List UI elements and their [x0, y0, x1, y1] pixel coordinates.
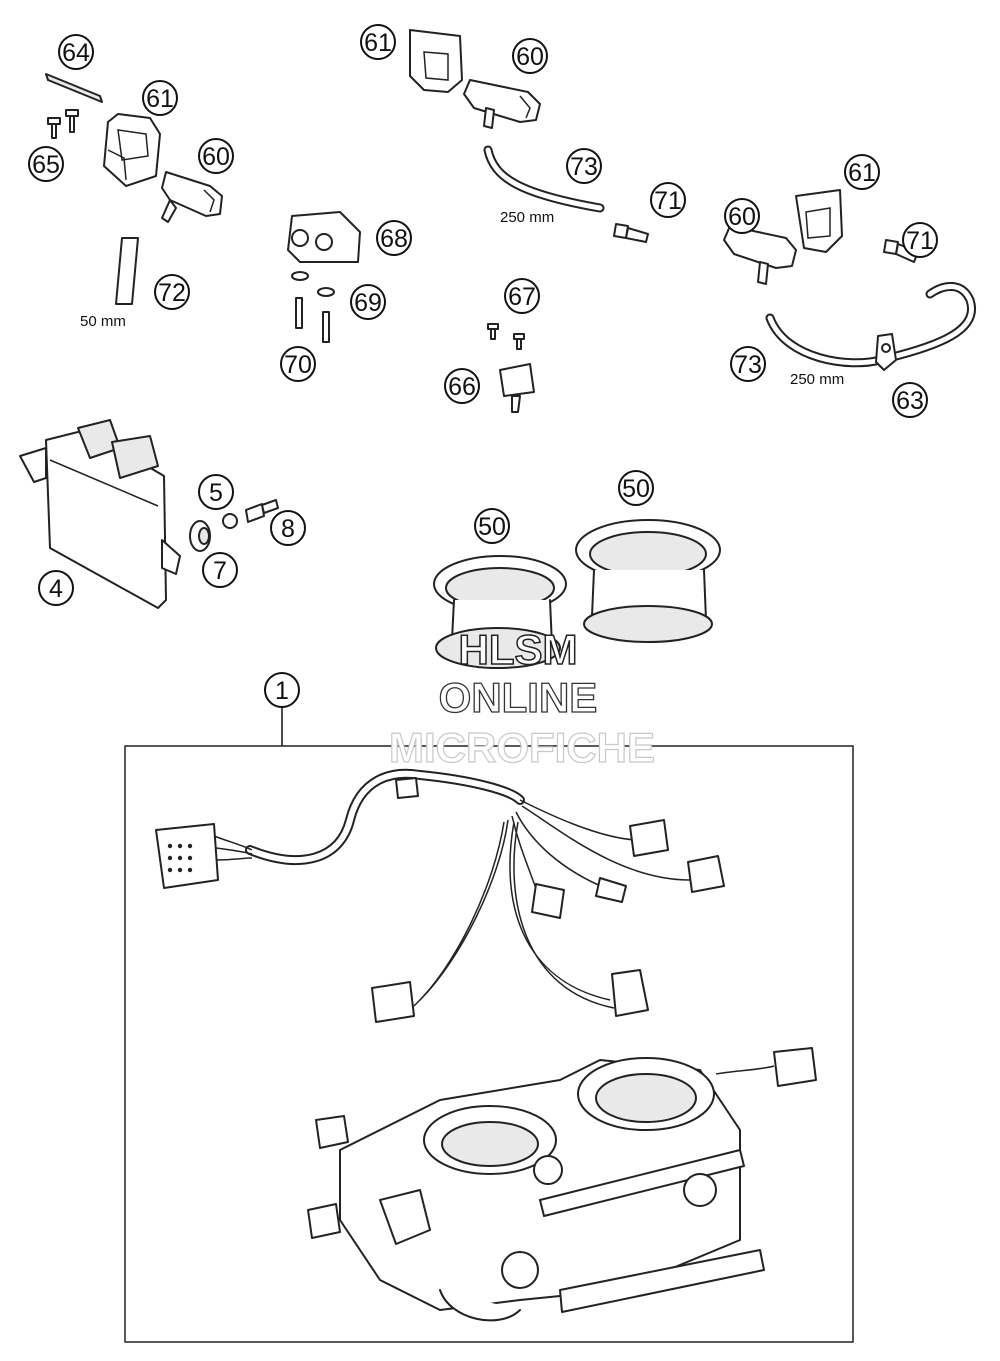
- harness-connectors: [371, 819, 725, 1023]
- svg-text:64: 64: [62, 39, 90, 67]
- part-66-sensor: [499, 363, 535, 413]
- svg-text:50: 50: [478, 513, 506, 541]
- dimension-label-72: 50 mm: [80, 313, 126, 330]
- part-5-washer: [222, 513, 238, 529]
- part-65-screws: [47, 109, 79, 139]
- part-50-air-funnel-right: [575, 519, 721, 643]
- callout-60: 60: [724, 198, 760, 234]
- callout-71: 71: [902, 222, 938, 258]
- svg-text:70: 70: [284, 351, 312, 379]
- watermark: HLSM ONLINE MICROFICHE: [388, 625, 655, 771]
- callout-61: 61: [142, 80, 178, 116]
- callout-69: 69: [350, 284, 386, 320]
- part-4-ecu: [19, 419, 181, 609]
- callout-64: 64: [58, 34, 94, 70]
- part-8-bolt: [245, 499, 279, 523]
- svg-text:67: 67: [508, 283, 536, 311]
- svg-text:8: 8: [281, 515, 295, 543]
- callout-65: 65: [28, 146, 64, 182]
- svg-text:68: 68: [380, 225, 408, 253]
- callout-8: 8: [270, 510, 306, 546]
- callout-70: 70: [280, 346, 316, 382]
- part-63-hose-clip: [875, 333, 897, 371]
- callout-4: 4: [38, 570, 74, 606]
- svg-text:MICROFICHE: MICROFICHE: [389, 724, 655, 771]
- svg-text:5: 5: [209, 479, 223, 507]
- svg-text:ONLINE: ONLINE: [439, 674, 598, 721]
- svg-text:63: 63: [896, 387, 924, 415]
- svg-text:60: 60: [516, 43, 544, 71]
- part-60-sensor-right: [723, 225, 797, 285]
- part-69-washers: [291, 271, 335, 297]
- callout-72: 72: [154, 274, 190, 310]
- part-61-bracket-right: [795, 189, 843, 253]
- callout-73: 73: [730, 346, 766, 382]
- part-60-sensor-left: [161, 171, 223, 223]
- callout-68: 68: [376, 220, 412, 256]
- svg-text:61: 61: [848, 159, 876, 187]
- svg-text:1: 1: [275, 677, 289, 705]
- part-61-bracket-top: [409, 29, 463, 93]
- callout-5: 5: [198, 474, 234, 510]
- callout-1: 1: [264, 672, 300, 708]
- assembly-1-frame: [124, 745, 854, 1343]
- part-72-hose-short: [115, 237, 139, 305]
- svg-text:60: 60: [202, 143, 230, 171]
- svg-text:7: 7: [213, 557, 227, 585]
- part-60-sensor-top: [463, 79, 541, 129]
- callout-71: 71: [650, 182, 686, 218]
- svg-text:72: 72: [158, 279, 186, 307]
- dimension-label-73-top: 250 mm: [500, 209, 554, 226]
- part-67-screws: [487, 323, 525, 350]
- callout-7: 7: [202, 552, 238, 588]
- part-73-hose-right: [765, 282, 976, 368]
- svg-text:69: 69: [354, 289, 382, 317]
- svg-text:71: 71: [906, 227, 934, 255]
- svg-text:73: 73: [570, 153, 598, 181]
- svg-text:4: 4: [49, 575, 63, 603]
- callout-50: 50: [474, 508, 510, 544]
- svg-text:60: 60: [728, 203, 756, 231]
- svg-text:66: 66: [448, 373, 476, 401]
- callout-67: 67: [504, 278, 540, 314]
- throttle-body: [307, 1047, 817, 1322]
- callout-66: 66: [444, 368, 480, 404]
- part-61-bracket-left: [103, 113, 161, 187]
- svg-text:61: 61: [146, 85, 174, 113]
- part-64-gasket-strip: [45, 73, 103, 103]
- part-71-fitting-top: [613, 223, 649, 243]
- svg-text:73: 73: [734, 351, 762, 379]
- callout-73: 73: [566, 148, 602, 184]
- part-68-sensor-bracket: [287, 211, 361, 263]
- callout-50: 50: [618, 470, 654, 506]
- svg-text:71: 71: [654, 187, 682, 215]
- dimension-label-73-right: 250 mm: [790, 371, 844, 388]
- callout-61: 61: [844, 154, 880, 190]
- part-71-fitting-right: [883, 239, 919, 263]
- callout-60: 60: [198, 138, 234, 174]
- harness-main-connector: [155, 823, 253, 889]
- svg-text:HLSM: HLSM: [459, 626, 578, 673]
- part-50-air-funnel-left: [433, 555, 567, 669]
- part-7-grommet: [189, 520, 211, 552]
- svg-text:61: 61: [364, 29, 392, 57]
- part-73-hose-top: [483, 145, 605, 213]
- svg-text:65: 65: [32, 151, 60, 179]
- callout-63: 63: [892, 382, 928, 418]
- callout-61: 61: [360, 24, 396, 60]
- part-70-bolts: [295, 297, 330, 343]
- callout-60: 60: [512, 38, 548, 74]
- svg-text:50: 50: [622, 475, 650, 503]
